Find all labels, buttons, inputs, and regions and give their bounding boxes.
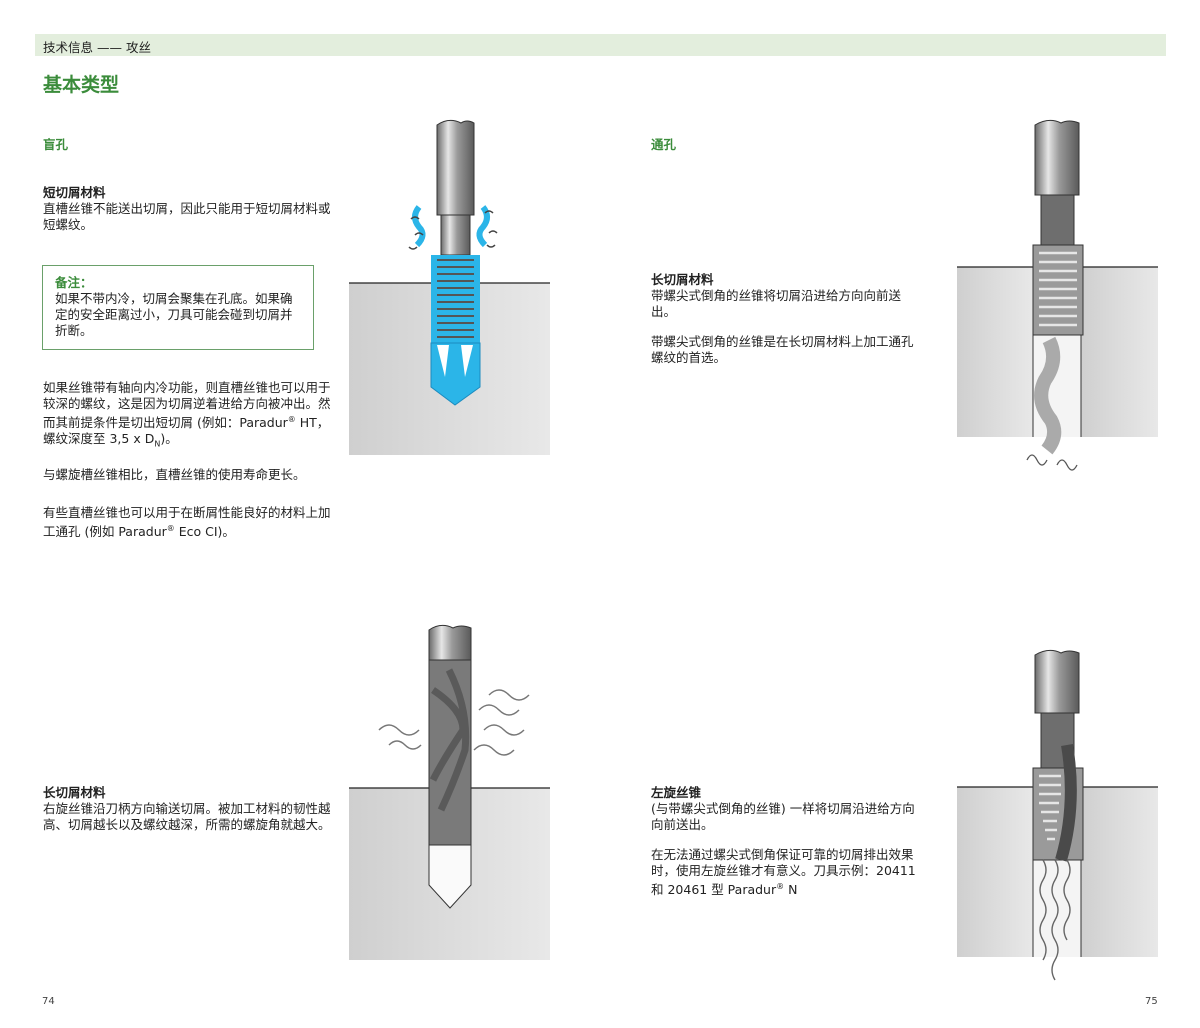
coolant-paragraph: 如果丝锥带有轴向内冷功能，则直槽丝锥也可以用于较深的螺纹，这是因为切屑逆着进给方…: [43, 380, 333, 453]
short-chip-block: 短切屑材料 直槽丝锥不能送出切屑，因此只能用于短切屑材料或短螺纹。: [43, 185, 333, 233]
left-hand-text-1: (与带螺尖式倒角的丝锥) 一样将切屑沿进给方向向前送出。: [651, 801, 915, 832]
text: N: [784, 882, 798, 898]
short-chip-text: 直槽丝锥不能送出切屑，因此只能用于短切屑材料或短螺纹。: [43, 201, 331, 232]
through-hole-use-paragraph: 有些直槽丝锥也可以用于在断屑性能良好的材料上加工通孔 (例如 Paradur® …: [43, 505, 333, 540]
left-hand-tap-through-hole-illustration: [957, 649, 1158, 981]
long-chip-text-1: 带螺尖式倒角的丝锥将切屑沿进给方向向前送出。: [651, 288, 902, 319]
blind-long-chip-block: 长切屑材料 右旋丝锥沿刀柄方向输送切屑。被加工材料的韧性越高、切屑越长以及螺纹越…: [43, 785, 333, 833]
page-number-right: 75: [1145, 996, 1158, 1007]
note-text: 如果不带内冷，切屑会聚集在孔底。如果确定的安全距离过小，刀具可能会碰到切屑并折断…: [55, 291, 293, 338]
blind-hole-paragraphs: 如果丝锥带有轴向内冷功能，则直槽丝锥也可以用于较深的螺纹，这是因为切屑逆着进给方…: [43, 380, 333, 554]
subscript: N: [154, 439, 161, 449]
short-chip-heading: 短切屑材料: [43, 185, 106, 200]
through-long-chip-block: 长切屑材料 带螺尖式倒角的丝锥将切屑沿进给方向向前送出。 带螺尖式倒角的丝锥是在…: [651, 272, 916, 380]
registered-mark: ®: [776, 882, 785, 891]
left-hand-text-2: 在无法通过螺尖式倒角保证可靠的切屑排出效果时，使用左旋丝锥才有意义。刀具示例：2…: [651, 847, 921, 898]
straight-flute-tap-blind-hole-illustration: [349, 119, 550, 455]
registered-mark: ®: [287, 415, 296, 424]
section-label-blind-hole: 盲孔: [43, 137, 69, 152]
spiral-point-tap-through-hole-illustration: [957, 119, 1158, 471]
breadcrumb: 技术信息 —— 攻丝: [43, 40, 151, 55]
long-chip-heading: 长切屑材料: [651, 272, 714, 287]
note-box: 备注： 如果不带内冷，切屑会聚集在孔底。如果确定的安全距离过小，刀具可能会碰到切…: [42, 265, 314, 350]
tool-life-paragraph: 与螺旋槽丝锥相比，直槽丝锥的使用寿命更长。: [43, 466, 306, 482]
registered-mark: ®: [166, 523, 175, 533]
text: 有些直槽丝锥也可以用于在断屑性能良好的材料上加工通孔 (例如 Paradur: [43, 504, 331, 539]
section-label-through-hole: 通孔: [651, 137, 677, 152]
spiral-flute-tap-blind-hole-illustration: [349, 624, 550, 960]
long-chip-text: 右旋丝锥沿刀柄方向输送切屑。被加工材料的韧性越高、切屑越长以及螺纹越深，所需的螺…: [43, 801, 331, 832]
text: 在无法通过螺尖式倒角保证可靠的切屑排出效果时，使用左旋丝锥才有意义。刀具示例：2…: [651, 847, 916, 898]
text: )。: [160, 431, 178, 447]
text: HT，螺纹深度至 3,5 x D: [43, 415, 330, 447]
header-bar: 技术信息 —— 攻丝: [35, 34, 1166, 56]
long-chip-text-2: 带螺尖式倒角的丝锥是在长切屑材料上加工通孔螺纹的首选。: [651, 334, 914, 365]
note-heading: 备注：: [55, 275, 93, 290]
page-title: 基本类型: [43, 74, 120, 96]
left-hand-tap-block: 左旋丝锥 (与带螺尖式倒角的丝锥) 一样将切屑沿进给方向向前送出。 在无法通过螺…: [651, 785, 921, 912]
text: 如果丝锥带有轴向内冷功能，则直槽丝锥也可以用于较深的螺纹，这是因为切屑逆着进给方…: [43, 380, 331, 431]
left-hand-heading: 左旋丝锥: [651, 785, 702, 800]
page-number-left: 74: [42, 996, 55, 1007]
text: Eco CI)。: [174, 523, 235, 539]
long-chip-heading: 长切屑材料: [43, 785, 106, 800]
